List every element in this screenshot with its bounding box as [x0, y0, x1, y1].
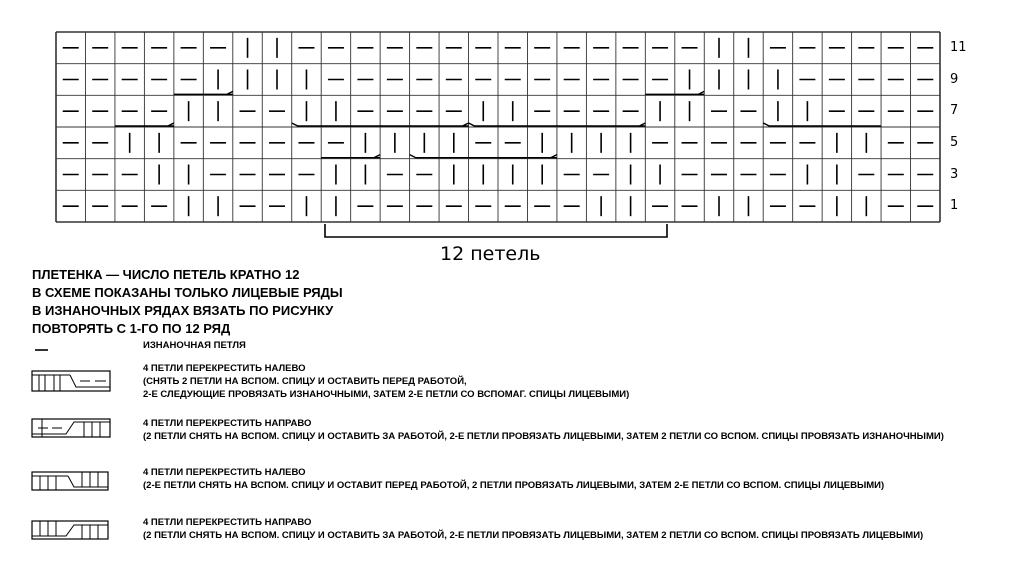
cable-cross-line [291, 122, 410, 127]
cable-cross-line [468, 122, 587, 127]
knitting-chart [55, 31, 941, 238]
legend-text-cross-left-purl: 4 ПЕТЛИ ПЕРЕКРЕСТИТЬ НАЛЕВО (СНЯТЬ 2 ПЕТ… [143, 363, 630, 400]
cable-cross-line [409, 122, 469, 127]
cross-right-knit-knit-icon [31, 520, 109, 540]
legend-text-cross-left-knit: 4 ПЕТЛИ ПЕРЕКРЕСТИТЬ НАЛЕВО (2-Е ПЕТЛИ С… [143, 467, 885, 491]
repeat-bracket [324, 224, 668, 238]
cross-left-knit-knit-icon [31, 471, 109, 491]
row-number-label: 5 [950, 134, 959, 150]
legend-text-purl: ИЗНАНОЧНАЯ ПЕТЛЯ [143, 340, 246, 351]
title-line: В СХЕМЕ ПОКАЗАНЫ ТОЛЬКО ЛИЦЕВЫЕ РЯДЫ [32, 285, 343, 300]
cable-cross-line [586, 122, 646, 127]
cable-cross-line [645, 90, 705, 96]
repeat-span-label: 12 петель [440, 243, 541, 265]
cable-cross-line [498, 154, 558, 159]
cable-cross-line [114, 122, 175, 127]
row-number-label: 11 [950, 39, 967, 55]
row-number-label: 9 [950, 71, 959, 87]
row-number-label: 1 [950, 198, 959, 214]
purl-dash-icon [35, 349, 48, 351]
title-line: В ИЗНАНОЧНЫХ РЯДАХ ВЯЗАТЬ ПО РИСУНКУ [32, 303, 334, 318]
cable-cross-line [173, 90, 234, 96]
cross-left-knit-purl-icon [31, 370, 111, 392]
legend-text-cross-right-purl: 4 ПЕТЛИ ПЕРЕКРЕСТИТЬ НАПРАВО (2 ПЕТЛИ СН… [143, 418, 944, 442]
title-line: ПОВТОРЯТЬ С 1-ГО ПО 12 РЯД [32, 321, 231, 336]
title-line: ПЛЕТЕНКА — ЧИСЛО ПЕТЕЛЬ КРАТНО 12 [32, 267, 300, 282]
cable-cross-line [321, 154, 381, 159]
legend-text-cross-right-knit: 4 ПЕТЛИ ПЕРЕКРЕСТИТЬ НАПРАВО (2 ПЕТЛИ СН… [143, 517, 924, 541]
cross-right-purl-knit-icon [31, 418, 111, 438]
row-number-label: 3 [950, 166, 959, 182]
row-number-label: 7 [950, 103, 959, 119]
cable-cross-line [762, 122, 882, 127]
